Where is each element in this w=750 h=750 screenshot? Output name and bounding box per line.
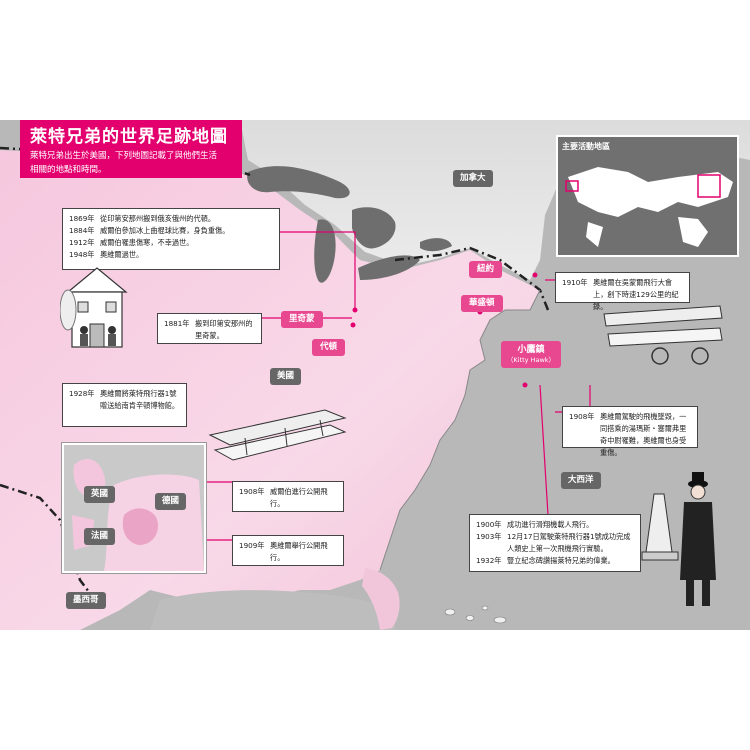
callout-row: 1948年奧維爾過世。 <box>69 250 144 259</box>
label-dayton: 代頓 <box>312 339 346 356</box>
subtitle-line-2: 相關的地點和時間。 <box>30 165 107 175</box>
monument-and-person-illustration <box>641 472 716 606</box>
gulf <box>150 590 395 630</box>
house-illustration <box>60 267 128 348</box>
label-richmond: 里奇蒙 <box>281 311 323 328</box>
marker-kitty-hawk <box>522 382 528 388</box>
label-kitty-hawk: 小鷹鎮 （Kitty Hawk） <box>501 341 562 368</box>
label-usa: 美國 <box>270 368 302 385</box>
callout-dayton-history: 1869年從印第安那州搬到俄亥俄州的代頓。 1884年威爾伯參加冰上曲棍球比賽，… <box>62 208 280 270</box>
europe-inset-map <box>62 443 206 573</box>
callout-washington-1908: 1908年奧維爾駕駛的飛機墜毀，一同搭乘的湯瑪斯・塞爾弗里奇中尉罹難，奧維爾也身… <box>562 406 698 457</box>
callout-richmond-1881: 1881年搬到印第安那州的里奇蒙。 <box>157 313 262 344</box>
label-canada: 加拿大 <box>453 170 493 187</box>
kitty-hawk-english: （Kitty Hawk） <box>507 356 556 364</box>
callout-row: 1869年從印第安那州搬到俄亥俄州的代頓。 <box>69 214 216 223</box>
world-inset-title: 主要活動地區 <box>562 142 610 151</box>
world-inset-graphic <box>558 137 737 255</box>
label-mexico: 墨西哥 <box>66 592 106 609</box>
label-uk: 英國 <box>84 486 116 503</box>
subtitle-line-1: 萊特兄弟出生於美國，下列地圖記載了與他們生活 <box>30 151 218 161</box>
label-germany: 德國 <box>155 493 187 510</box>
biplane-illustration <box>603 305 723 365</box>
world-inset-map: 主要活動地區 <box>556 135 739 257</box>
callout-row: 1912年威爾伯罹患傷寒，不幸過世。 <box>69 238 194 247</box>
label-atlantic: 大西洋 <box>561 472 601 489</box>
us-coast <box>379 289 541 571</box>
callout-france-1908: 1908年威爾伯進行公開飛行。 <box>232 481 344 512</box>
callout-germany-1909: 1909年奧維爾舉行公開飛行。 <box>232 535 344 566</box>
label-france: 法國 <box>84 528 116 545</box>
callout-row: 1884年威爾伯參加冰上曲棍球比賽，身負重傷。 <box>69 226 230 235</box>
great-lakes <box>247 166 452 283</box>
kitty-hawk-name: 小鷹鎮 <box>517 345 545 355</box>
mexico-border <box>0 483 96 601</box>
wright-flyer-illustration <box>208 409 347 461</box>
label-new-york: 紐約 <box>469 261 503 278</box>
marker-dayton <box>350 322 356 328</box>
caribbean-islands <box>444 605 507 624</box>
callout-museum-1928: 1928年奧維爾將萊特飛行器1號贈送給南肯辛頓博物館。 <box>62 383 187 427</box>
marker-new-york <box>532 272 538 278</box>
label-washington: 華盛頓 <box>461 295 503 312</box>
callout-ny-1910: 1910年奧維爾在吳蒙爾飛行大會上，創下時速129公里的紀錄。 <box>555 272 690 311</box>
florida <box>362 568 400 630</box>
page-title: 萊特兄弟的世界足跡地圖 <box>30 127 228 147</box>
title-block: 萊特兄弟的世界足跡地圖 萊特兄弟出生於美國，下列地圖記載了與他們生活 相關的地點… <box>20 120 242 178</box>
